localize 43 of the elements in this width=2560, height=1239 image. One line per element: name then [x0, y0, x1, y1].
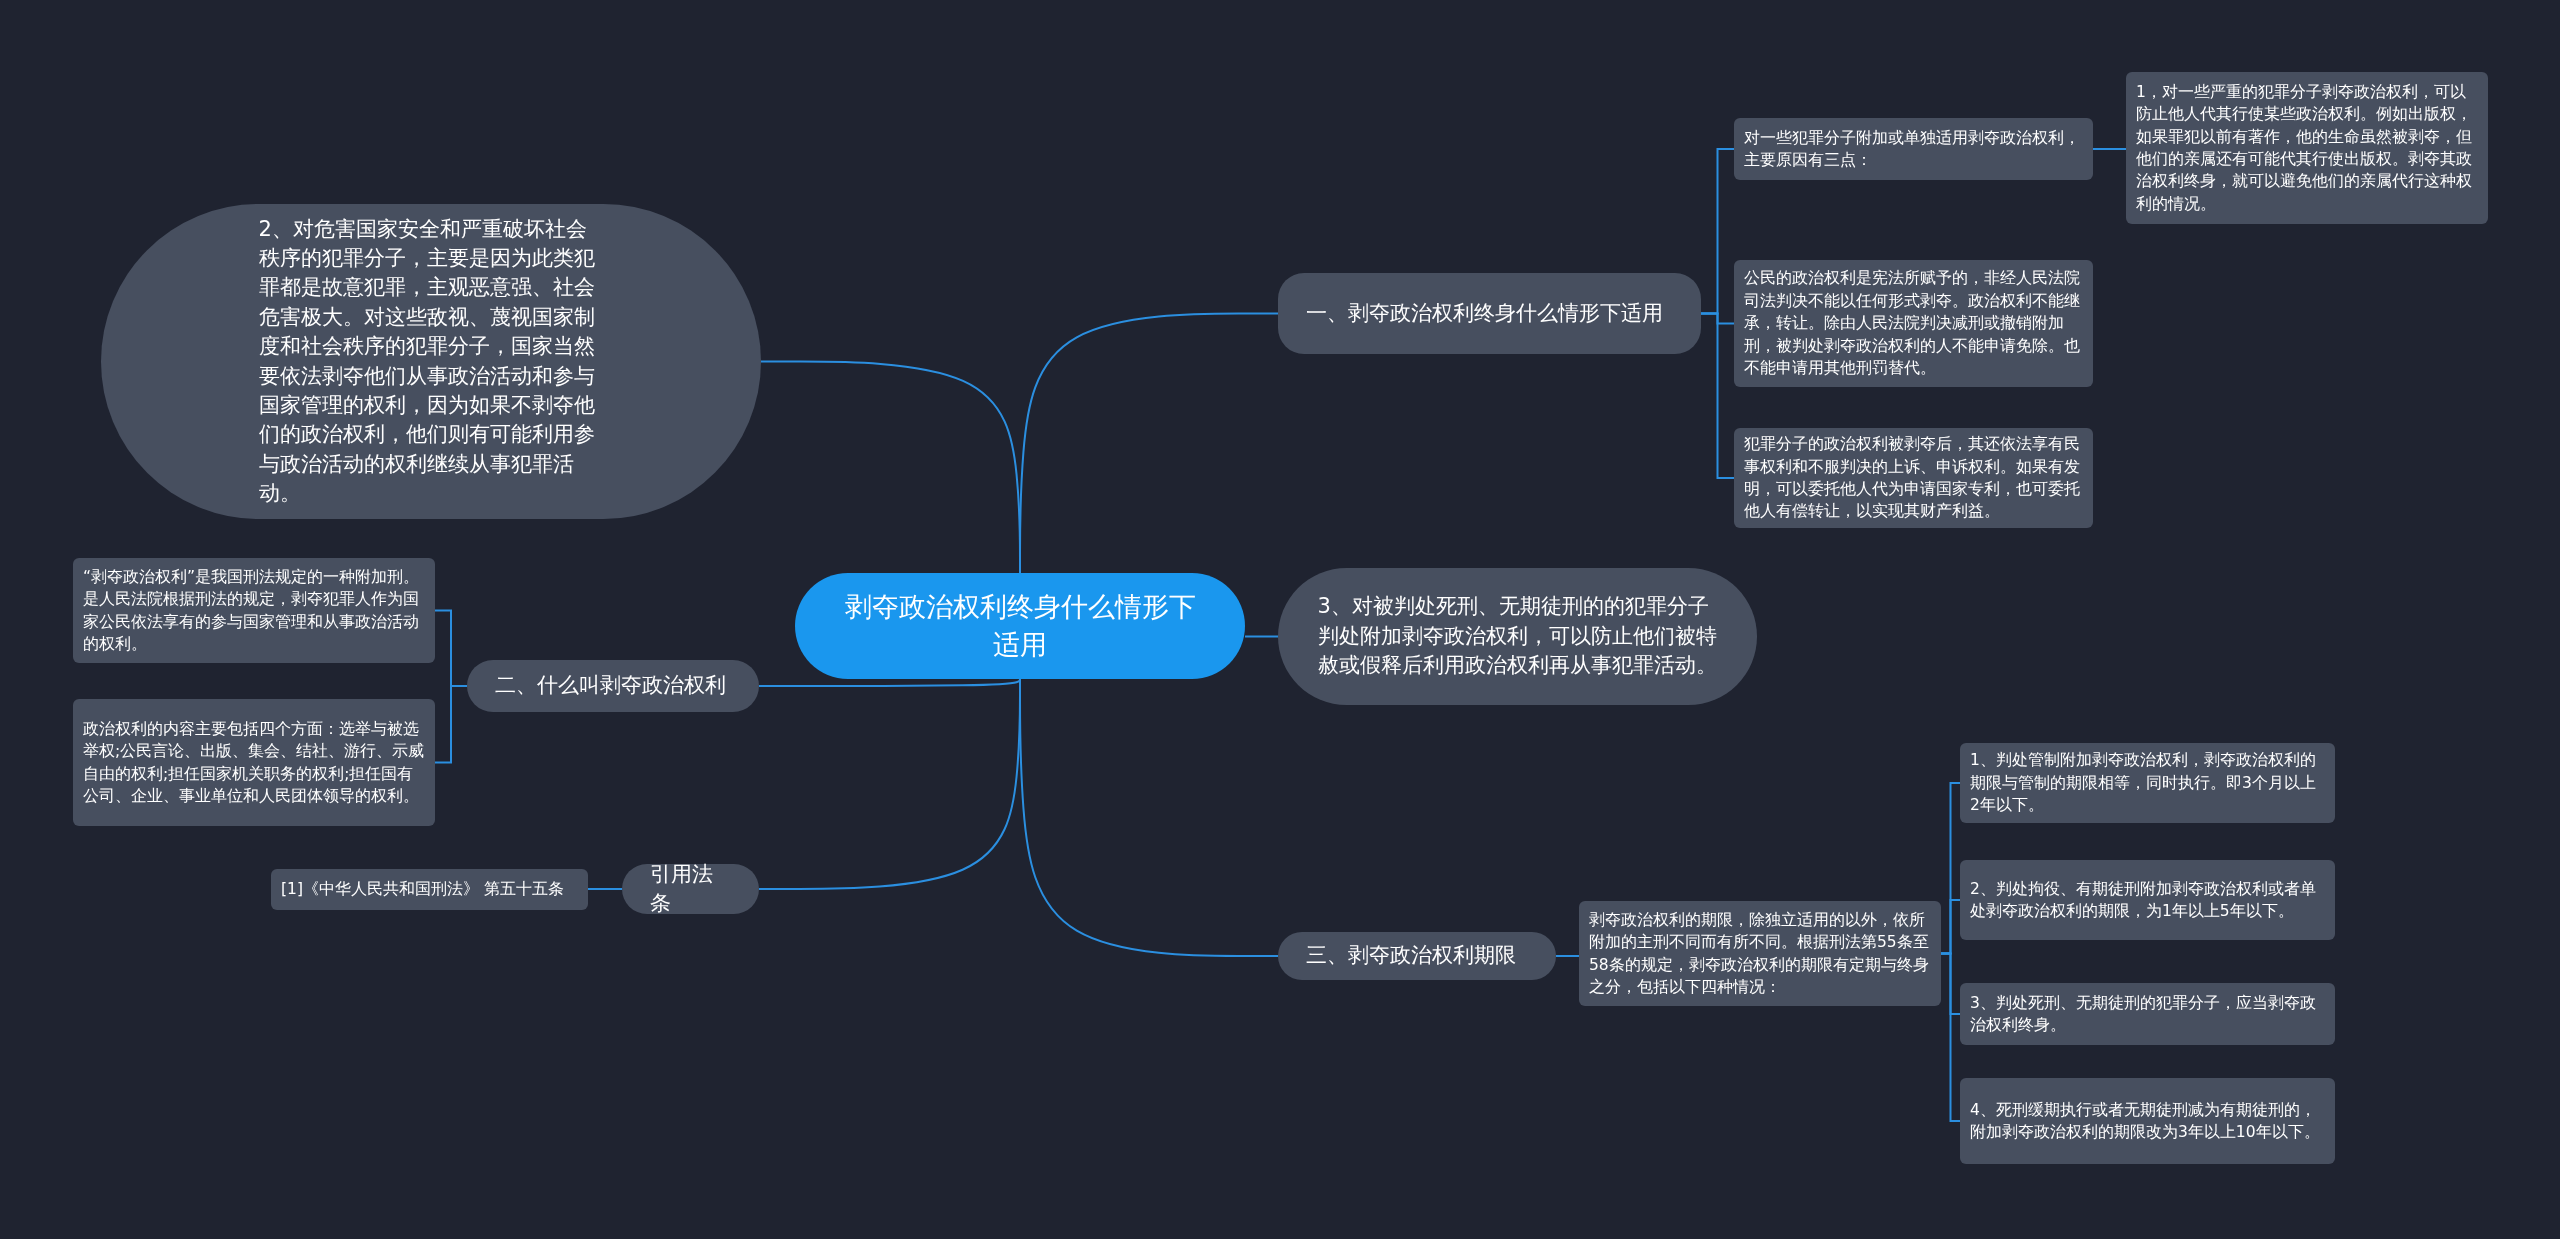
- node-text: 政治权利的内容主要包括四个方面：选举与被选举权;公民言论、出版、集会、结社、游行、示威自由的权利;担任国家机关职务的权利;担任国有公司、企业、事业单位和人民团体领导的权利。: [83, 718, 425, 807]
- node-text: 2、对危害国家安全和严重破坏社会秩序的犯罪分子，主要是因为此类犯罪都是故意犯罪，主观恶意强、社会危害极大。对这些敌视、蔑视国家制度和社会秩序的犯罪分子，国家当然要依法剥夺他们从事政治活动和参与国家管理的权利，因为如果不剥夺他们的政治权利，他们则有可能利用参与政治活动的权利继续从事犯罪活动。: [258, 215, 596, 508]
- node-text: 4、死刑缓期执行或者无期徒刑减为有期徒刑的，附加剥夺政治权利的期限改为3年以上10年以下。: [1970, 1099, 2321, 1143]
- topic-node: [622, 864, 759, 914]
- node-text: “剥夺政治权利”是我国刑法规定的一种附加刑。是人民法院根据刑法的规定，剥夺犯罪人作为国家公民依法享有的参与国家管理和从事政治活动的权利。: [83, 566, 421, 655]
- node-text: 二、什么叫剥夺政治权利: [495, 672, 726, 700]
- node-text: 2、判处拘役、有期徒刑附加剥夺政治权利或者单处剥夺政治权利的期限，为1年以上5年以下。: [1970, 878, 2317, 922]
- node-text: 剥夺政治权利的期限，除独立适用的以外，依所附加的主刑不同而有所不同。根据刑法第55条至58条的规定，剥夺政治权利的期限有定期与终身之分，包括以下四种情况：: [1589, 909, 1930, 998]
- connector-line: [1700, 312, 1735, 479]
- node-text: 1、判处管制附加剥夺政治权利，剥夺政治权利的期限与管制的期限相等，同时执行。即3个月以上2年以下。: [1970, 750, 2317, 817]
- node-text: 引用法条: [650, 860, 714, 917]
- node-text: 3、判处死刑、无期徒刑的犯罪分子，应当剥夺政治权利终身。: [1970, 992, 2317, 1036]
- node-text: 3、对被判处死刑、无期徒刑的的犯罪分子判处附加剥夺政治权利，可以防止他们被特赦或假释后利用政治权利再从事犯罪活动。: [1317, 593, 1718, 680]
- connector-line: [758, 678, 1021, 687]
- note-card: [1734, 428, 2093, 528]
- topic-node: [1278, 273, 1701, 354]
- node-text: 犯罪分子的政治权利被剥夺后，其还依法享有民事权利和不服判决的上诉、申诉权利。如果有发明，可以委托他人代为申请国家专利，也可委托他人有偿转让，以实现其财产利益。: [1744, 434, 2081, 523]
- connector-line: [1940, 952, 1961, 1122]
- note-card: [1579, 901, 1941, 1006]
- node-text: 1，对一些严重的犯罪分子剥夺政治权利，可以防止他人代其行使某些政治权利。例如出版权，如果罪犯以前有著作，他的生命虽然被剥夺，但他们的亲属还有可能代其行使出版权。剥夺其政治权利终身，就可以避免他们的亲属代行这种权利的情况。: [2136, 81, 2473, 215]
- connector-line: [1555, 955, 1580, 957]
- note-card: [73, 699, 435, 826]
- topic-node: [1278, 932, 1556, 980]
- note-card: [1960, 1078, 2335, 1164]
- topic-node: [467, 660, 759, 712]
- note-card: [1734, 260, 2093, 387]
- node-text: [1]《中华人民共和国刑法》 第五十五条: [281, 879, 564, 901]
- node-text: 三、剥夺政治权利期限: [1306, 942, 1516, 970]
- note-card: [73, 558, 435, 663]
- node-text: 剥夺政治权利终身什么情形下适用: [843, 590, 1197, 662]
- note-card: [1734, 118, 2093, 180]
- note-card: [2126, 72, 2488, 224]
- note-card: [1960, 860, 2335, 940]
- note-card: [271, 869, 588, 910]
- node-text: 公民的政治权利是宪法所赋予的，非经人民法院司法判决不能以任何形式剥夺。政治权利不能继承，转让。除由人民法院判决减刑或撤销附加刑，被判处剥夺政治权利的人不能申请免除。也不能申请用其他刑罚替代。: [1744, 268, 2081, 380]
- node-text: 一、剥夺政治权利终身什么情形下适用: [1306, 299, 1663, 327]
- node-text: 对一些犯罪分子附加或单独适用剥夺政治权利，主要原因有三点：: [1744, 127, 2081, 171]
- connector-line: [2092, 148, 2127, 150]
- note-card: [1960, 743, 2335, 823]
- connector-line: [434, 685, 468, 764]
- connector-line: [1244, 635, 1279, 638]
- note-card: [1960, 983, 2335, 1045]
- connector-line: [587, 888, 623, 890]
